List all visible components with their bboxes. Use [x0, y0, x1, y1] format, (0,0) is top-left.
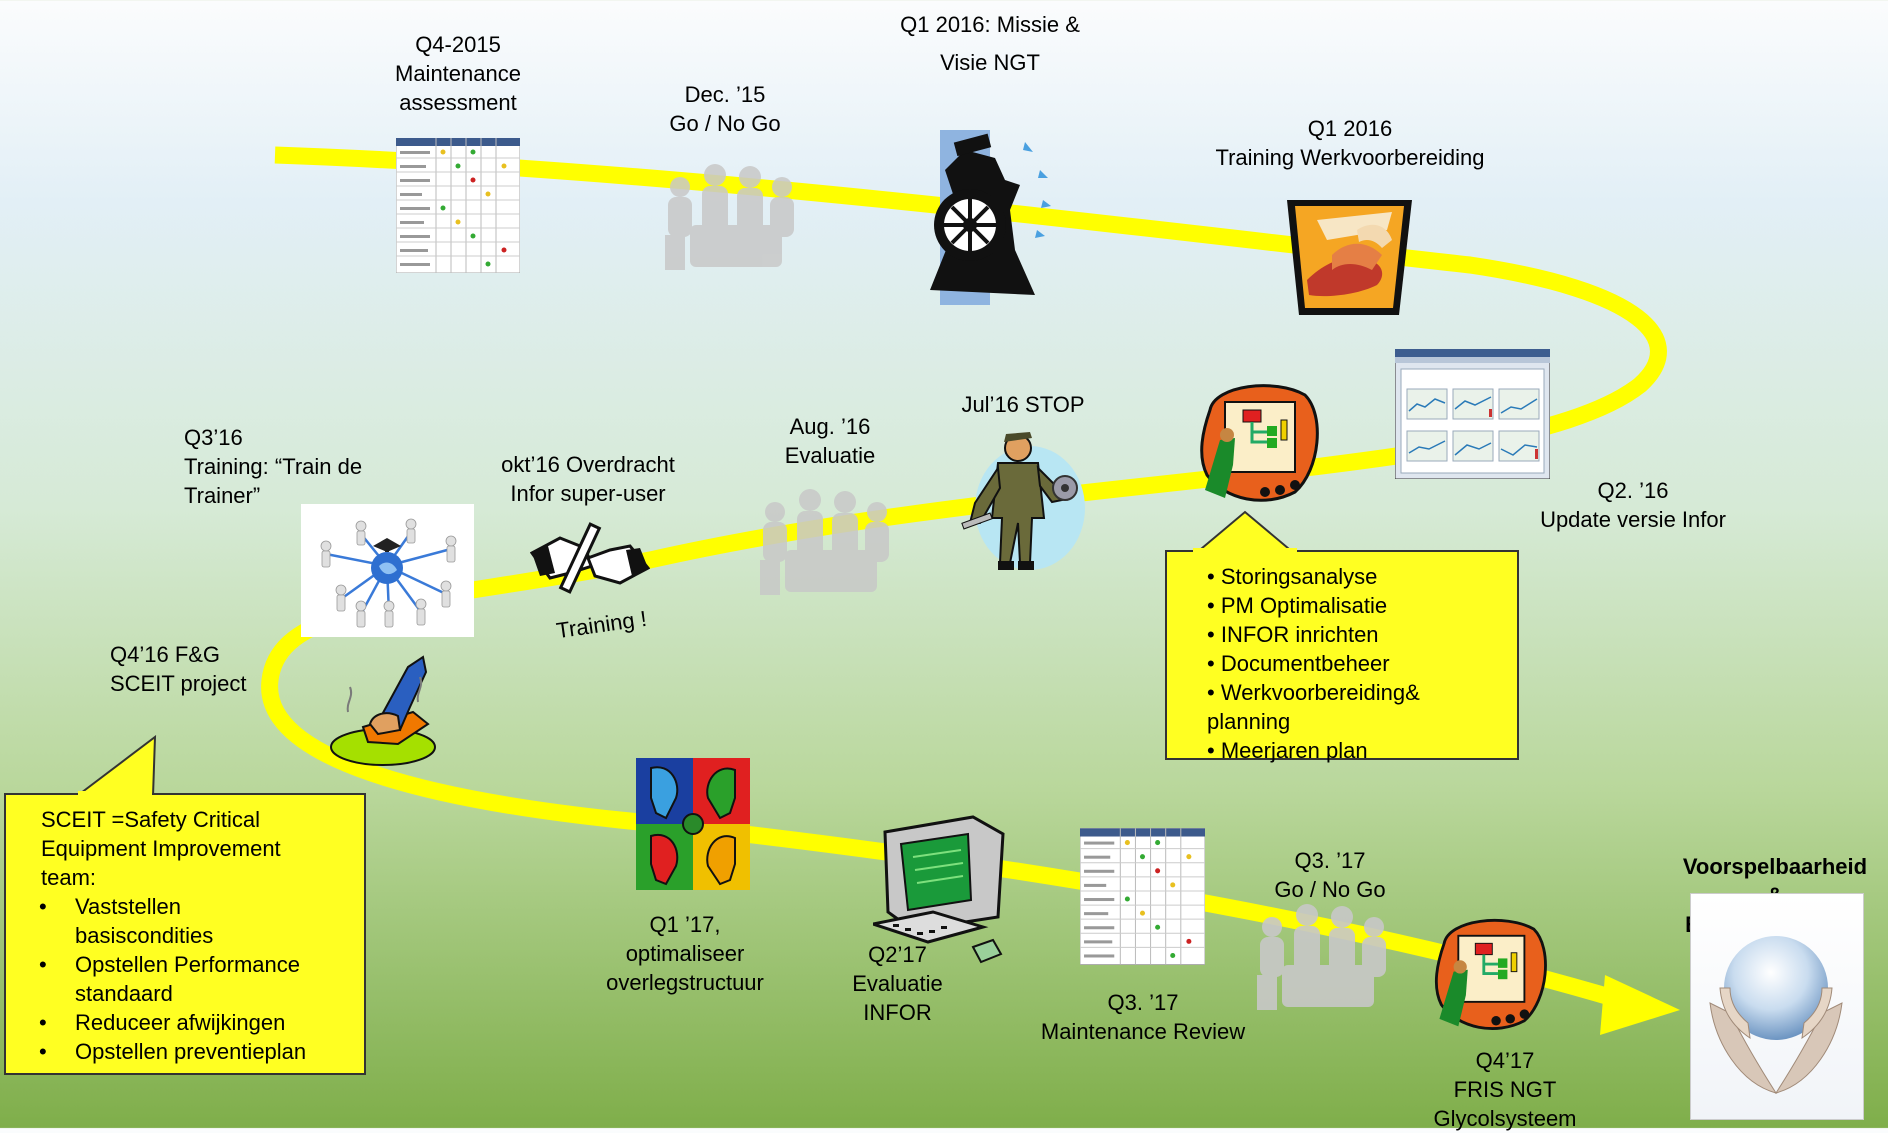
milestone-q4-16: Q4’16 F&G SCEIT project: [110, 642, 247, 696]
milestone-jul-16: Jul’16 STOP: [961, 392, 1085, 417]
presenter-icon: [1200, 384, 1319, 502]
cleaning-icon: [330, 655, 436, 766]
meeting-people-icon: [1257, 904, 1386, 1010]
sceit-callout-pointer: [75, 735, 157, 797]
topic-item: • Storingsanalyse: [1207, 564, 1378, 589]
faces-icon: [636, 758, 750, 890]
assessment-table-icon: [396, 138, 520, 273]
handover-icon: [530, 522, 650, 594]
sceit-callout-pointer-cover: [78, 791, 152, 797]
milestone-q2-16: Q2. ’16 Update versie Infor: [1540, 478, 1726, 532]
topic-item: • Documentbeheer: [1207, 651, 1390, 676]
sceit-item: •Opstellen preventieplan: [39, 1039, 307, 1064]
sceit-item: •Vaststellen basiscondities: [39, 894, 214, 948]
ship-wheel-icon: [930, 130, 1051, 305]
milestone-q2-17: Q2’17 Evaluatie INFOR: [852, 942, 943, 1025]
road-arrowhead: [1600, 975, 1680, 1035]
computer-icon: [873, 815, 1005, 964]
sceit-item: •Opstellen Performance standaard: [39, 952, 300, 1006]
milestone-dec-15: Dec. ’15 Go / No Go: [669, 82, 781, 136]
topics-callout: • Storingsanalyse • PM Optimalisatie • I…: [1165, 550, 1519, 763]
milestone-aug-16: Aug. ’16 Evaluatie: [784, 414, 876, 468]
milestone-q3-16: Q3’16 Training: “Train de Trainer”: [184, 425, 363, 508]
milestone-q1-17: Q1 ’17, optimaliseer overlegstructuur: [606, 912, 764, 995]
milestone-okt-16: okt’16 Overdracht Infor super-user: [501, 452, 675, 506]
topic-item: • PM Optimalisatie: [1207, 593, 1388, 618]
milestone-q1-2016-training: Q1 2016 Training Werkvoorbereiding: [1215, 116, 1485, 170]
globe-hands-icon: [1709, 936, 1843, 1094]
topic-item: • INFOR inrichten: [1207, 622, 1379, 647]
infor-screenshot-icon: [1395, 349, 1550, 479]
milestone-q4-2015: Q4-2015 Maintenance assessment: [395, 32, 521, 115]
sceit-item: •Reduceer afwijkingen: [39, 1010, 286, 1035]
presenter-icon: [1434, 918, 1547, 1030]
milestone-q4-17: Q4’17 FRIS NGT Glycolsysteem: [1433, 1048, 1577, 1131]
review-table-icon: [1080, 828, 1205, 965]
topic-item: • Werkvoorbereiding& planning: [1207, 680, 1420, 734]
topics-callout-pointer-cover: [1193, 548, 1297, 554]
milestone-q3-17-review: Q3. ’17 Maintenance Review: [1040, 990, 1246, 1044]
sceit-heading: SCEIT =Safety Critical Equipment Improve…: [41, 807, 281, 890]
topic-item: • Meerjaren plan: [1207, 738, 1368, 763]
mechanic-icon: [961, 432, 1085, 570]
milestone-q1-2016-missie: Q1 2016: Missie & Visie NGT: [900, 12, 1080, 75]
network-icon: [320, 518, 457, 628]
meeting-people-icon: [665, 164, 794, 270]
sceit-callout: SCEIT =Safety Critical Equipment Improve…: [4, 793, 366, 1075]
milestone-q3-17-go: Q3. ’17 Go / No Go: [1274, 848, 1386, 902]
meeting-people-icon: [760, 489, 889, 595]
handshake-icon: [1287, 200, 1412, 315]
